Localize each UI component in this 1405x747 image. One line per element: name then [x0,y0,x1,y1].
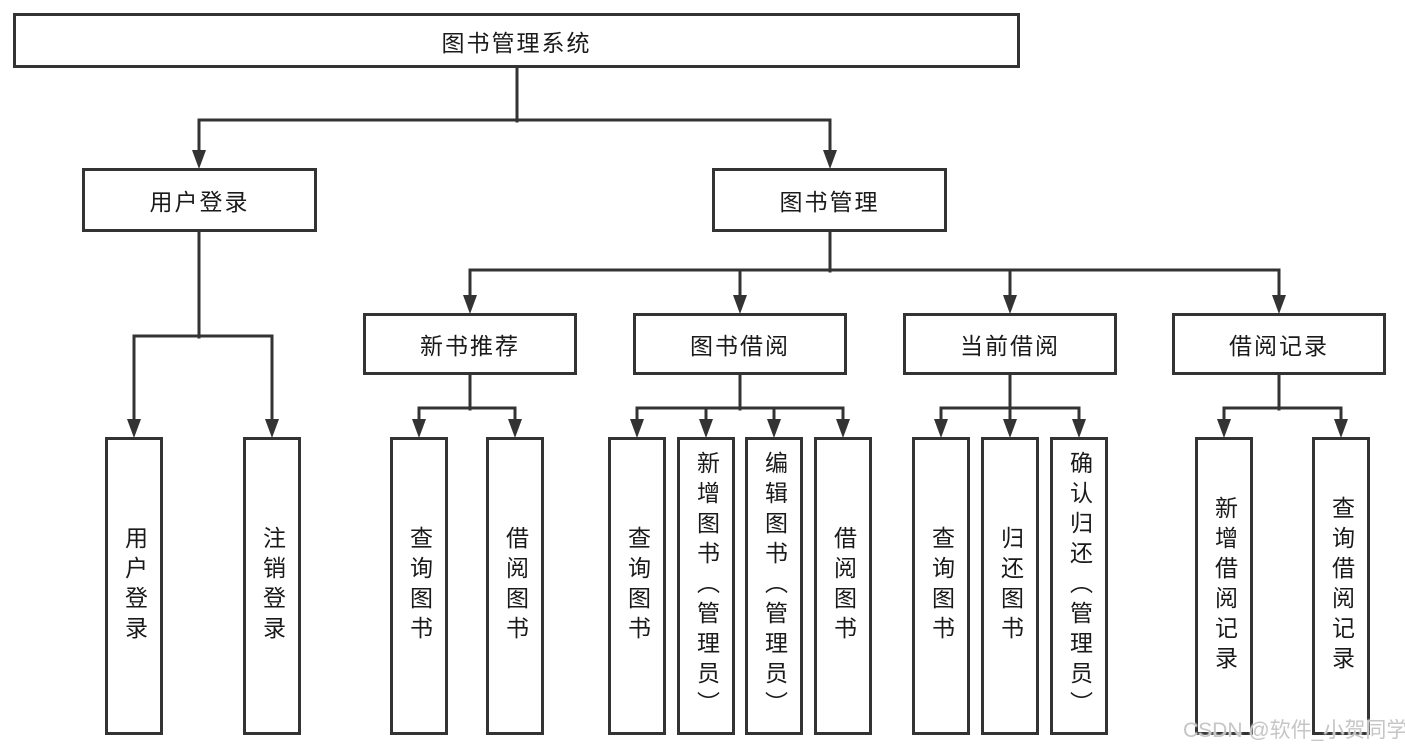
leaf-confirm-return-admin-label: 确认归还（管理员） [1066,451,1093,721]
leaf-edit-books-admin: 编辑图书（管理员） [745,437,803,735]
leaf-edit-books-admin-label: 编辑图书（管理员） [761,451,788,721]
leaf-add-books-admin: 新增图书（管理员） [677,437,735,735]
leaf-query-borrow-record: 查询借阅记录 [1312,437,1370,735]
leaf-query-books-current: 查询图书 [912,437,970,735]
node-root: 图书管理系统 [13,13,1020,68]
node-current-borrowing: 当前借阅 [903,313,1117,375]
node-new-book-recommend: 新书推荐 [363,313,577,375]
leaf-logout: 注销登录 [243,437,301,735]
node-root-label: 图书管理系统 [441,29,592,56]
leaf-query-books-current-label: 查询图书 [928,526,955,646]
leaf-borrow-books-recommend-label: 借阅图书 [502,526,529,646]
leaf-add-borrow-record: 新增借阅记录 [1195,437,1253,735]
leaf-add-borrow-record-label: 新增借阅记录 [1211,496,1238,676]
leaf-add-books-admin-label: 新增图书（管理员） [693,451,720,721]
leaf-borrow-books: 借阅图书 [814,437,872,735]
leaf-query-books-recommend: 查询图书 [390,437,448,735]
watermark: CSDN @软件_小贺同学 [1183,719,1405,742]
leaf-user-login-label: 用户登录 [121,526,148,646]
leaf-return-books-label: 归还图书 [997,526,1024,646]
leaf-query-borrow-record-label: 查询借阅记录 [1328,496,1355,676]
node-borrowing-records: 借阅记录 [1172,313,1386,375]
node-book-management-label: 图书管理 [779,189,880,215]
leaf-borrow-books-recommend: 借阅图书 [486,437,544,735]
leaf-query-books-recommend-label: 查询图书 [406,526,433,646]
leaf-return-books: 归还图书 [981,437,1039,735]
leaf-query-books-borrow: 查询图书 [608,437,666,735]
leaf-borrow-books-label: 借阅图书 [830,526,857,646]
node-book-borrowing: 图书借阅 [633,313,847,375]
leaf-logout-label: 注销登录 [259,526,286,646]
node-user-login-label: 用户登录 [149,189,250,215]
leaf-confirm-return-admin: 确认归还（管理员） [1050,437,1108,735]
node-book-management: 图书管理 [712,168,947,232]
node-borrowing-records-label: 借阅记录 [1229,333,1329,359]
node-user-login: 用户登录 [82,168,317,232]
leaf-query-books-borrow-label: 查询图书 [624,526,651,646]
node-book-borrowing-label: 图书借阅 [690,333,790,359]
node-current-borrowing-label: 当前借阅 [960,333,1060,359]
node-new-book-recommend-label: 新书推荐 [420,333,520,359]
leaf-user-login: 用户登录 [105,437,163,735]
